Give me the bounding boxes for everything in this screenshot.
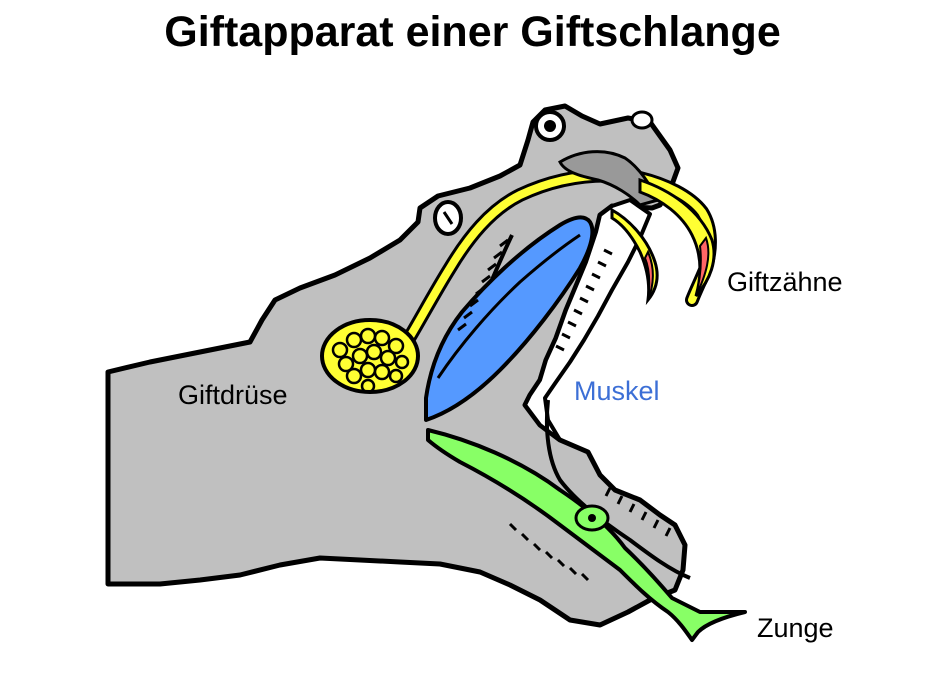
page-title: Giftapparat einer Giftschlange: [164, 8, 781, 56]
muscle-inner-line: [436, 233, 581, 379]
lower-teeth: [508, 487, 672, 582]
label-tongue: Zunge: [757, 613, 834, 643]
muscle-shape: [424, 215, 595, 422]
eye-upper-pupil: [544, 120, 556, 132]
venom-gland-cells: [331, 327, 410, 394]
eye-lower-slit: [442, 211, 454, 225]
label-fangs: Giftzähne: [727, 267, 843, 297]
label-venom-gland: Giftdrüse: [178, 380, 288, 410]
tongue-shape: [426, 428, 747, 642]
fang-front-tip: [695, 235, 710, 297]
palate-teeth: [555, 248, 613, 352]
nostril: [630, 110, 654, 130]
tongue-sheath-dot: [588, 514, 596, 522]
mouth-gap: [523, 198, 652, 442]
fang-back-tip: [643, 249, 654, 301]
label-muscle: Muskel: [574, 376, 660, 406]
upper-teeth: [457, 238, 509, 332]
